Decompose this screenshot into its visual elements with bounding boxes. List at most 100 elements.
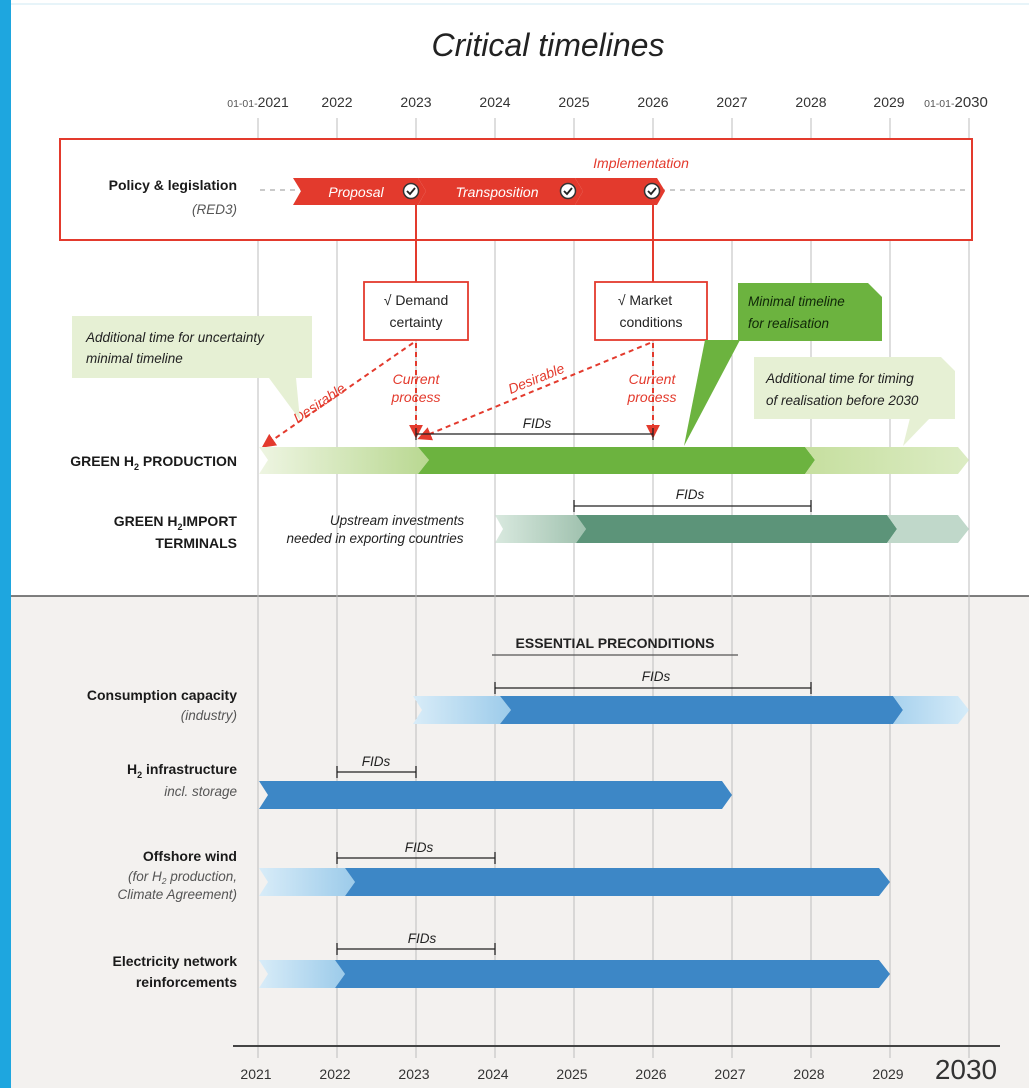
fids-bracket: FIDs (336, 931, 496, 955)
svg-text:certainty: certainty (390, 314, 443, 330)
top-year-label: 2023 (400, 94, 431, 110)
svg-text:Additional time for uncertaint: Additional time for uncertainty (85, 330, 265, 345)
svg-text:FIDs: FIDs (676, 487, 705, 502)
callout-additional-time-start: Additional time for uncertainty minimal … (72, 316, 312, 420)
infrastructure-bar (259, 781, 732, 809)
current-process-label: Current process (626, 371, 676, 405)
desirable-label: Desirable (506, 360, 567, 397)
offshore-wind-label: Offshore wind (143, 848, 237, 864)
bottom-year-label: 2022 (319, 1066, 350, 1082)
top-axis: 01-01-2021 2022 2023 2024 2025 2026 2027… (227, 94, 988, 111)
fids-bracket: FIDs (573, 487, 812, 512)
offshore-wind-lead-bar (259, 868, 355, 896)
offshore-wind-sublabel-2: Climate Agreement) (117, 887, 237, 902)
bottom-year-label-final: 2030 (935, 1054, 997, 1085)
upstream-note: needed in exporting countries (286, 531, 463, 546)
policy-sublabel: (RED3) (192, 202, 237, 217)
transposition-label: Transposition (455, 184, 538, 200)
market-conditions-box: √ Market conditions (594, 281, 708, 341)
fids-bracket: FIDs (336, 754, 417, 778)
top-year-label: 2022 (321, 94, 352, 110)
fids-bracket: FIDs (494, 669, 812, 694)
infrastructure-sublabel: incl. storage (164, 784, 237, 799)
svg-text:process: process (390, 389, 440, 405)
consumption-sublabel: (industry) (181, 708, 237, 723)
bottom-year-label: 2021 (240, 1066, 271, 1082)
check-icon (643, 182, 661, 200)
essential-preconditions-heading: ESSENTIAL PRECONDITIONS (516, 635, 715, 651)
svg-text:Minimal timeline: Minimal timeline (748, 294, 845, 309)
svg-text:Current: Current (629, 371, 677, 387)
upstream-note: Upstream investments (330, 513, 465, 528)
svg-text:FIDs: FIDs (405, 840, 434, 855)
bottom-year-label: 2025 (556, 1066, 587, 1082)
proposal-label: Proposal (328, 184, 384, 200)
top-year-label: 2026 (637, 94, 668, 110)
svg-text:FIDs: FIDs (523, 416, 552, 431)
svg-text:process: process (626, 389, 676, 405)
fids-bracket: FIDs (415, 416, 654, 440)
implementation-chevron (575, 178, 665, 205)
offshore-wind-sublabel: (for H2 production, (128, 869, 237, 886)
desirable-label: Desirable (290, 380, 348, 426)
callout-minimal-timeline: Minimal timeline for realisation (684, 283, 882, 446)
implementation-label: Implementation (593, 155, 689, 171)
svg-text:01-01-2021: 01-01-2021 (227, 94, 289, 110)
offshore-wind-main-bar (345, 868, 890, 896)
proposal-chevron (293, 178, 426, 205)
consumption-main-bar (500, 696, 903, 724)
page-title: Critical timelines (432, 27, 665, 63)
consumption-extension-bar (893, 696, 969, 724)
svg-text:FIDs: FIDs (408, 931, 437, 946)
fids-bracket: FIDs (336, 840, 496, 864)
bottom-year-label: 2027 (714, 1066, 745, 1082)
svg-text:√ Demand: √ Demand (384, 292, 449, 308)
import-terminals-main-bar (576, 515, 897, 543)
transposition-chevron (418, 178, 583, 205)
bottom-year-label: 2024 (477, 1066, 508, 1082)
check-icon (402, 182, 420, 200)
preconditions-panel (11, 596, 1029, 1088)
svg-text:for realisation: for realisation (748, 316, 829, 331)
import-terminals-label: GREEN H2IMPORT (114, 513, 238, 532)
svg-text:FIDs: FIDs (642, 669, 671, 684)
electricity-lead-bar (259, 960, 345, 988)
green-production-main-bar (418, 447, 815, 474)
electricity-main-bar (335, 960, 890, 988)
top-year-label: 2027 (716, 94, 747, 110)
bottom-year-label: 2023 (398, 1066, 429, 1082)
svg-text:Current: Current (393, 371, 441, 387)
import-terminals-lead-bar (495, 515, 586, 543)
policy-section: Policy & legislation (RED3) Implementati… (59, 138, 973, 241)
svg-text:01-01-2030: 01-01-2030 (924, 94, 988, 111)
import-terminals-extension-bar (887, 515, 969, 543)
left-accent-bar (0, 0, 11, 1088)
check-icon (559, 182, 577, 200)
bottom-year-label: 2026 (635, 1066, 666, 1082)
green-production-label: GREEN H2 PRODUCTION (70, 453, 237, 472)
green-production-uncertainty-bar (259, 447, 429, 474)
electricity-label-2: reinforcements (136, 974, 237, 990)
green-production-extension-bar (805, 447, 969, 474)
consumption-label: Consumption capacity (87, 687, 237, 703)
infrastructure-label: H2 infrastructure (127, 761, 237, 780)
import-terminals-label-2: TERMINALS (155, 535, 237, 551)
svg-text:of realisation before 2030: of realisation before 2030 (766, 393, 919, 408)
demand-certainty-box: √ Demand certainty (363, 281, 469, 341)
top-year-label: 2028 (795, 94, 826, 110)
top-year-label: 2024 (479, 94, 510, 110)
policy-label: Policy & legislation (109, 177, 237, 193)
current-process-label: Current process (390, 371, 440, 405)
electricity-label: Electricity network (113, 953, 238, 969)
consumption-lead-bar (413, 696, 511, 724)
top-year-label: 2029 (873, 94, 904, 110)
svg-text:minimal timeline: minimal timeline (86, 351, 183, 366)
svg-text:FIDs: FIDs (362, 754, 391, 769)
process-arrows (261, 342, 660, 448)
svg-text:Additional time for timing: Additional time for timing (765, 371, 914, 386)
callout-additional-time-end: Additional time for timing of realisatio… (754, 357, 955, 446)
top-year-label: 2025 (558, 94, 589, 110)
svg-text:√ Market: √ Market (618, 292, 672, 308)
bottom-year-label: 2029 (872, 1066, 903, 1082)
